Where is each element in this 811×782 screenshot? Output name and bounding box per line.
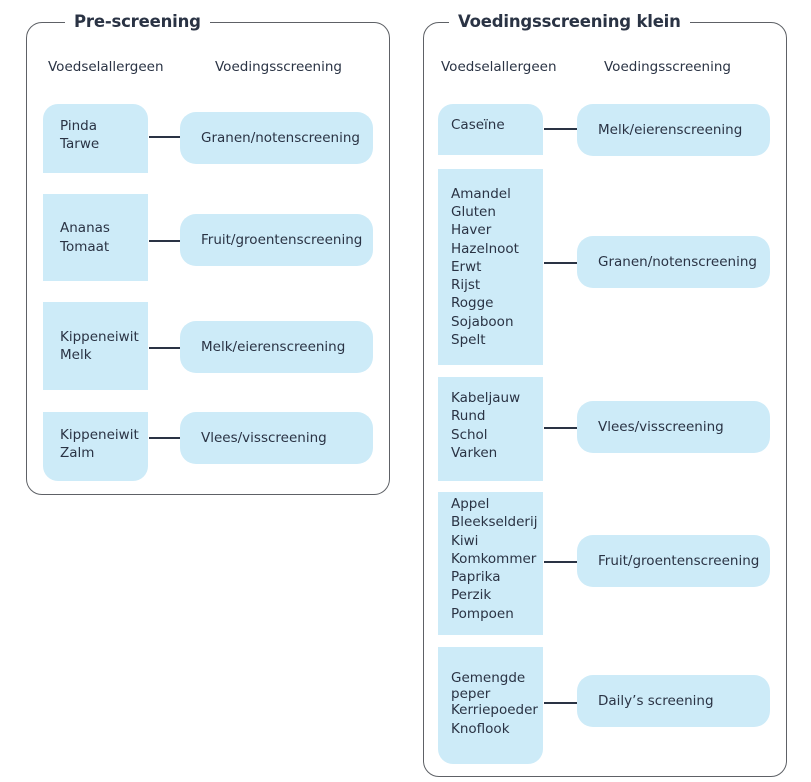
pre-screening-panel: Pre-screening (26, 10, 390, 495)
allergen-item: Amandel (451, 185, 511, 202)
allergen-item: Kippeneiwit (60, 427, 139, 443)
screening-box: Melk/eierenscreening (577, 104, 770, 156)
allergen-item: Tomaat (60, 238, 110, 255)
allergen-item: Kiwi (451, 532, 479, 549)
voedingsscreening-klein-panel: Voedingsscreening klein (423, 10, 787, 777)
allergen-item: Spelt (451, 332, 486, 349)
allergen-item: Komkommer (451, 550, 537, 567)
allergen-item: Zalm (60, 445, 95, 462)
allergen-box: Kabeljauw Rund Schol Varken (438, 377, 543, 481)
allergen-item: Melk (60, 347, 92, 363)
column-header-allergen: Voedselallergeen (441, 59, 557, 75)
connector-line (149, 437, 180, 439)
allergen-item: Perzik (451, 587, 492, 604)
allergen-item: Hazelnoot (451, 240, 519, 257)
allergen-item: Gluten (451, 203, 496, 220)
allergen-item: Kabeljauw (451, 390, 521, 406)
allergen-item: Gemengde (451, 670, 526, 686)
allergen-item: Rund (451, 408, 486, 425)
connector-line (544, 262, 577, 264)
allergen-box: Amandel Gluten Haver Hazelnoot Erwt Rijs… (438, 169, 543, 365)
allergen-item: Appel (451, 496, 490, 512)
connector-line (544, 702, 577, 704)
allergen-item: Schol (451, 426, 488, 443)
allergen-box: Kippeneiwit Melk (43, 302, 148, 390)
connector-line (544, 427, 577, 429)
connector-line (149, 347, 180, 349)
allergen-item: Ananas (60, 220, 110, 237)
panel-title: Pre-screening (65, 10, 210, 34)
screening-box: Granen/notenscreening (180, 112, 373, 164)
screening-box: Fruit/groentenscreening (180, 214, 373, 266)
allergen-item: Sojaboon (451, 313, 514, 330)
allergen-item: peper (451, 686, 491, 703)
allergen-item: Erwt (451, 258, 482, 275)
allergen-item: Pinda (60, 118, 97, 134)
allergen-item: Caseïne (451, 117, 505, 133)
connector-line (149, 136, 180, 138)
allergen-box: Pinda Tarwe (43, 104, 148, 173)
allergen-item: Knoflook (451, 720, 510, 737)
allergen-box: Kippeneiwit Zalm (43, 412, 148, 481)
allergen-box: Gemengde peper Kerriepoeder Knoflook (438, 647, 543, 764)
column-header-screening: Voedingsscreening (215, 59, 342, 75)
allergen-box: Ananas Tomaat (43, 194, 148, 281)
column-header-screening: Voedingsscreening (604, 59, 731, 75)
screening-box: Vlees/visscreening (577, 401, 770, 453)
allergen-item: Paprika (451, 569, 501, 586)
allergen-item: Kippeneiwit (60, 328, 139, 345)
screening-box: Vlees/visscreening (180, 412, 373, 464)
allergen-item: Tarwe (60, 136, 100, 153)
screening-box: Granen/notenscreening (577, 236, 770, 288)
connector-line (544, 128, 577, 130)
allergen-item: Haver (451, 222, 492, 239)
screening-box: Melk/eierenscreening (180, 321, 373, 373)
column-header-allergen: Voedselallergeen (48, 59, 164, 75)
allergen-item: Pompoen (451, 605, 514, 622)
screening-box: Daily’s screening (577, 675, 770, 727)
allergen-box: Appel Bleekselderij Kiwi Komkommer Papri… (438, 492, 543, 635)
allergen-box: Caseïne (438, 104, 543, 155)
allergen-item: Varken (451, 444, 498, 461)
allergen-item: Kerriepoeder (451, 702, 538, 719)
allergen-item: Bleekselderij (451, 514, 538, 531)
connector-line (544, 561, 577, 563)
allergen-item: Rijst (451, 277, 481, 294)
screening-box: Fruit/groentenscreening (577, 535, 770, 587)
connector-line (149, 240, 180, 242)
panel-title: Voedingsscreening klein (449, 10, 690, 34)
allergen-item: Rogge (451, 295, 494, 312)
